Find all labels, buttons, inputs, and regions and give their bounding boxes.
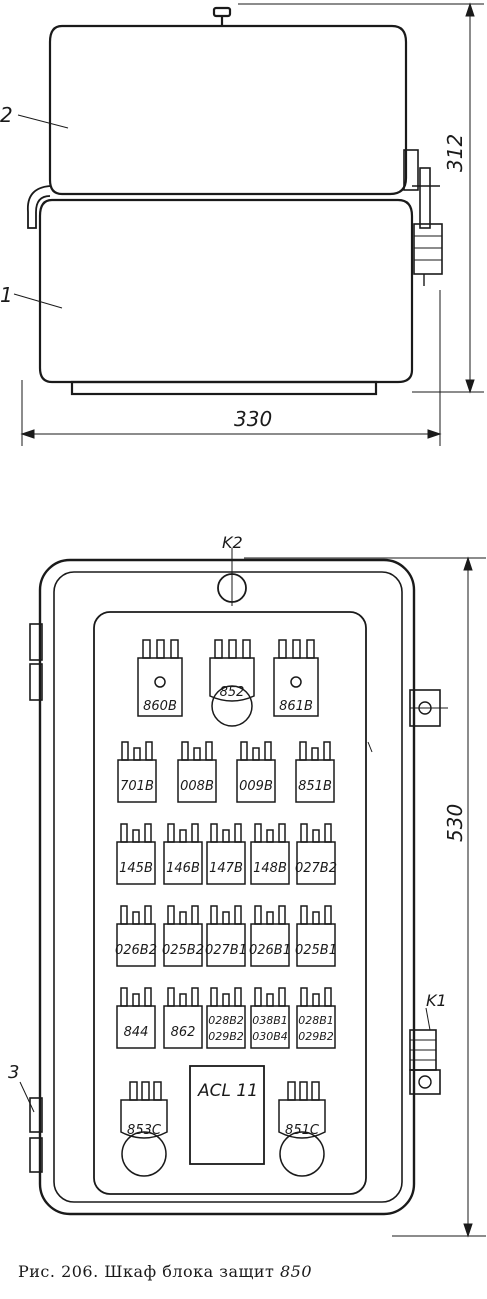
relay-label: 038В1 [252, 1014, 288, 1027]
relay: 851С [278, 1081, 326, 1177]
dim-530: 530 [443, 804, 467, 842]
front-view [19, 548, 448, 1216]
relay-label: 025В1 [295, 943, 337, 958]
relay-label: 027В2 [295, 861, 337, 876]
hinge-bottom-1 [29, 1097, 43, 1133]
dim-312: 312 [443, 134, 467, 172]
relay: 026В2 [115, 905, 157, 967]
relay-label: 146В [166, 861, 200, 876]
relay: 038В1 030В4 [250, 987, 290, 1049]
relay-label: 860В [143, 699, 177, 714]
relay-label: 861В [279, 699, 313, 714]
hinge-top-2 [29, 663, 43, 701]
caption-text: Шкаф блока защит [104, 1262, 275, 1281]
relay: 009В [236, 741, 276, 803]
relay-label: 853С [127, 1123, 162, 1138]
relay-label: 851В [298, 779, 332, 794]
relay: 147В [206, 823, 246, 885]
relay: 851В [295, 741, 335, 803]
lock-bolt [419, 167, 431, 229]
relay-label: 029В2 [208, 1030, 244, 1043]
relay-label: 009В [239, 779, 273, 794]
relay-label: 008В [180, 779, 214, 794]
relay-label: 028В2 [208, 1014, 244, 1027]
front-dimensions [244, 556, 486, 1238]
label-k1: K1 [426, 991, 447, 1010]
relay-label: 029В2 [298, 1030, 334, 1043]
relay: 025В1 [295, 905, 337, 967]
top-knob [212, 6, 232, 18]
relay-label: 026В1 [249, 943, 291, 958]
relay: 025В2 [162, 905, 204, 967]
relay-label: 148В [253, 861, 287, 876]
side-labels: 2 1 312 330 [0, 103, 467, 431]
relay-label: 145В [119, 861, 153, 876]
relay: 027В1 [205, 905, 247, 967]
relay: 853С [120, 1081, 168, 1177]
relay: 860В [137, 639, 183, 717]
label-3: 3 [8, 1062, 19, 1083]
hinge-bottom-2 [29, 1137, 43, 1173]
callout-2: 2 [0, 103, 13, 127]
base-plate [70, 380, 378, 396]
figure-caption: Рис. 206. Шкаф блока защит 850 [18, 1262, 312, 1281]
relay: 146В [163, 823, 203, 885]
relay-label: 147В [209, 861, 243, 876]
relay-label: 026В2 [115, 943, 157, 958]
relay: 028В2 029В2 [206, 987, 246, 1049]
relay: 701В [117, 741, 157, 803]
upper-cabinet [48, 24, 408, 196]
relay: 148В [250, 823, 290, 885]
relay: 844 [116, 987, 156, 1049]
relay: 027В2 [295, 823, 337, 885]
side-dimensions [20, 2, 484, 446]
relay-panel [93, 611, 367, 1195]
relay: 026В1 [249, 905, 291, 967]
module-acl11 [189, 1065, 265, 1165]
relay: 028В1 029В2 [296, 987, 336, 1049]
callout-1: 1 [0, 283, 13, 307]
relay-label: 701В [120, 779, 154, 794]
relay-label: 851С [285, 1123, 320, 1138]
outer-frame [38, 558, 416, 1216]
lower-cabinet [38, 198, 414, 384]
relay-label: 852 [220, 685, 245, 700]
relay-label: 027В1 [205, 943, 247, 958]
inner-frame [53, 571, 403, 1203]
relay: 145В [116, 823, 156, 885]
label-k2: K2 [222, 533, 243, 552]
relay: 852 [209, 639, 255, 727]
relay-label: 028В1 [298, 1014, 334, 1027]
lock-bottom [409, 1069, 441, 1095]
relay-label: 862 [171, 1025, 196, 1040]
relay: 862 [163, 987, 203, 1049]
relay: 861В [273, 639, 319, 717]
relay-grid: 860В 852 861В 701В 008В 009В 851В 145В 146В 147В 1… [115, 639, 337, 1177]
module-acl11-label: ACL 11 [197, 1081, 258, 1101]
relay-label: 030В4 [252, 1030, 288, 1043]
dim-330: 330 [234, 407, 272, 431]
front-labels: K2 K1 3 530 ACL 11 [8, 533, 467, 1101]
hinge [27, 185, 51, 229]
caption-prefix: Рис. 206. [18, 1262, 99, 1281]
relay-label: 844 [124, 1025, 149, 1040]
connector-block [413, 223, 443, 275]
hinge-top-1 [29, 623, 43, 661]
right-bracket [403, 149, 419, 191]
side-view [13, 6, 443, 396]
relay-label: 025В2 [162, 943, 204, 958]
relay: 008В [177, 741, 217, 803]
caption-number: 850 [280, 1262, 313, 1281]
